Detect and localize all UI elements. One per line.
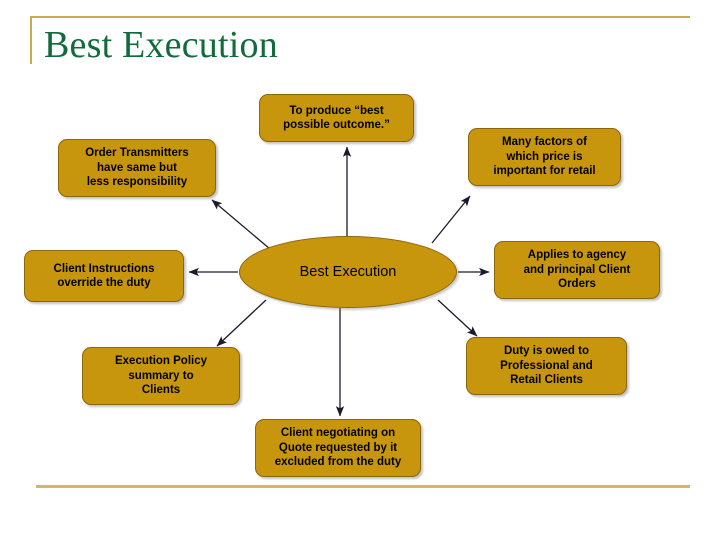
node-order-transmitters-label: Order Transmitters have same but less re… — [85, 147, 189, 189]
node-client-instructions-label: Client Instructions override the duty — [53, 262, 155, 290]
node-duty-owed[interactable]: Duty is owed to Professional and Retail … — [466, 337, 627, 395]
node-outcome-label: To produce “best possible outcome.” — [283, 104, 390, 132]
page-title: Best Execution — [44, 24, 278, 66]
hub-best-execution[interactable]: Best Execution — [239, 236, 457, 308]
node-client-negotiating-quote-label: Client negotiating on Quote requested by… — [274, 427, 402, 469]
node-duty-owed-label: Duty is owed to Professional and Retail … — [500, 345, 593, 387]
title-left-rule — [30, 16, 32, 64]
connector-hub-to-transmitters — [211, 199, 271, 250]
node-client-instructions[interactable]: Client Instructions override the duty — [24, 250, 184, 302]
hub-label: Best Execution — [299, 264, 397, 280]
connector-hub-to-duty — [437, 299, 478, 337]
node-order-transmitters[interactable]: Order Transmitters have same but less re… — [58, 139, 216, 197]
node-outcome[interactable]: To produce “best possible outcome.” — [259, 94, 414, 142]
node-client-negotiating-quote[interactable]: Client negotiating on Quote requested by… — [255, 419, 421, 477]
node-applies-to-agency[interactable]: Applies to agency and principal Client O… — [494, 241, 660, 299]
connector-hub-to-policy — [216, 299, 267, 347]
node-many-factors-label: Many factors of which price is important… — [493, 136, 596, 178]
node-execution-policy-label: Execution Policy summary to Clients — [114, 355, 208, 397]
connector-hub-to-factors — [431, 195, 471, 244]
node-many-factors[interactable]: Many factors of which price is important… — [468, 128, 621, 186]
node-applies-to-agency-label: Applies to agency and principal Client O… — [523, 249, 631, 291]
node-execution-policy[interactable]: Execution Policy summary to Clients — [82, 347, 240, 405]
title-top-rule — [30, 16, 690, 18]
footer-rule — [36, 485, 690, 488]
